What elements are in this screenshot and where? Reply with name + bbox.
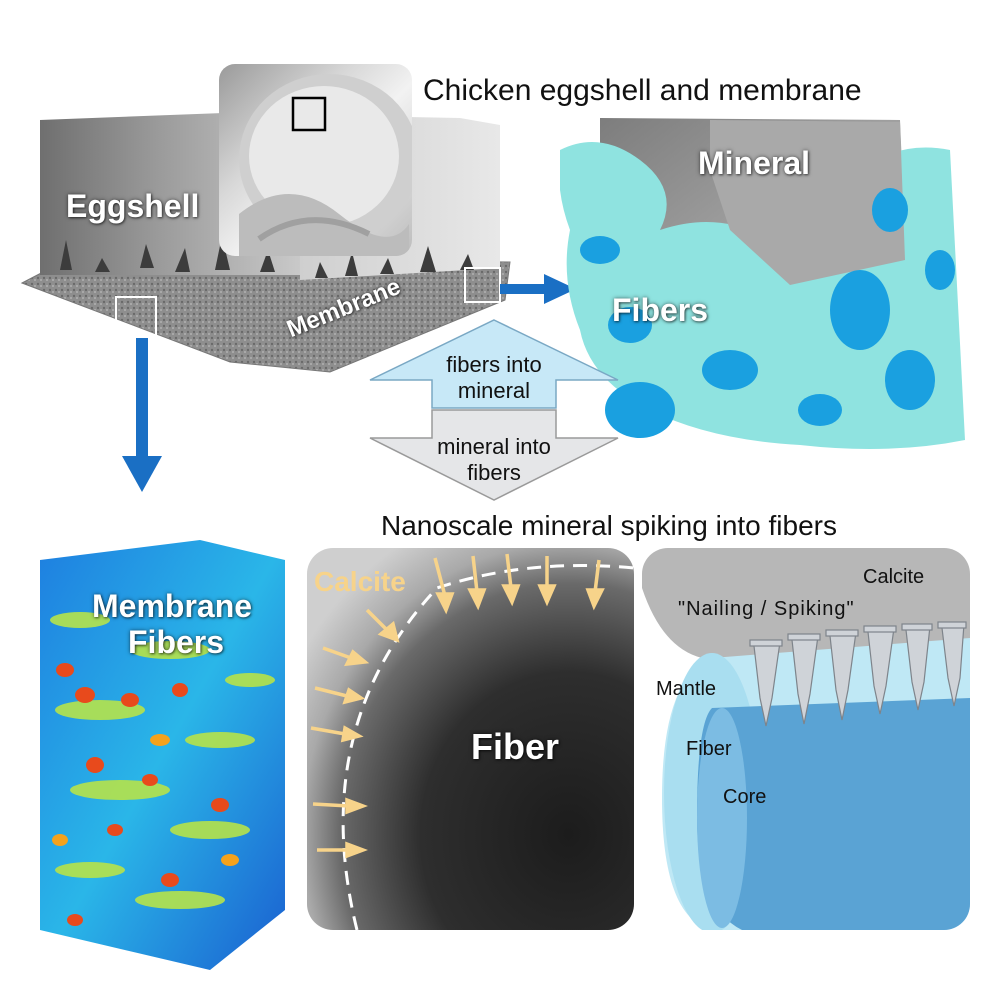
- membrane-fibers-label-line1: Membrane: [92, 588, 253, 624]
- core-label: Core: [723, 786, 767, 808]
- fibers-into-mineral-arrow: [369, 319, 619, 409]
- bottom-title: Nanoscale mineral spiking into fibers: [381, 510, 837, 541]
- fibers-into-mineral-text: fibers into mineral: [446, 352, 542, 403]
- arrow-to-mineral: [500, 274, 576, 304]
- arrow-down-to-membrane: [122, 338, 162, 492]
- membrane-select-box-left: [115, 296, 157, 338]
- eggshell-label: Eggshell: [66, 188, 200, 224]
- fiber-label-schematic: Fiber: [686, 738, 732, 760]
- schematic-panel: [642, 548, 970, 930]
- fiber-label-micrograph: Fiber: [471, 726, 560, 767]
- membrane-fibers-label-line2: Fibers: [128, 624, 225, 660]
- mineral-fibers-block: [560, 118, 965, 449]
- calcite-label-micrograph: Calcite: [314, 566, 406, 597]
- mineral-into-fibers-arrow: [369, 409, 619, 501]
- mineral-into-fibers-text: mineral into fibers: [437, 434, 551, 485]
- membrane-fibers-volume: [40, 540, 285, 970]
- mineral-label: Mineral: [698, 145, 811, 181]
- egg-photo-inset: [219, 64, 412, 256]
- mantle-label: Mantle: [656, 678, 717, 700]
- fibers-label-top: Fibers: [612, 292, 709, 328]
- nailing-spiking-label: "Nailing / Spiking": [678, 598, 855, 620]
- micrograph-panel: [307, 548, 634, 930]
- top-title: Chicken eggshell and membrane: [423, 74, 862, 107]
- calcite-label-schematic: Calcite: [863, 566, 925, 588]
